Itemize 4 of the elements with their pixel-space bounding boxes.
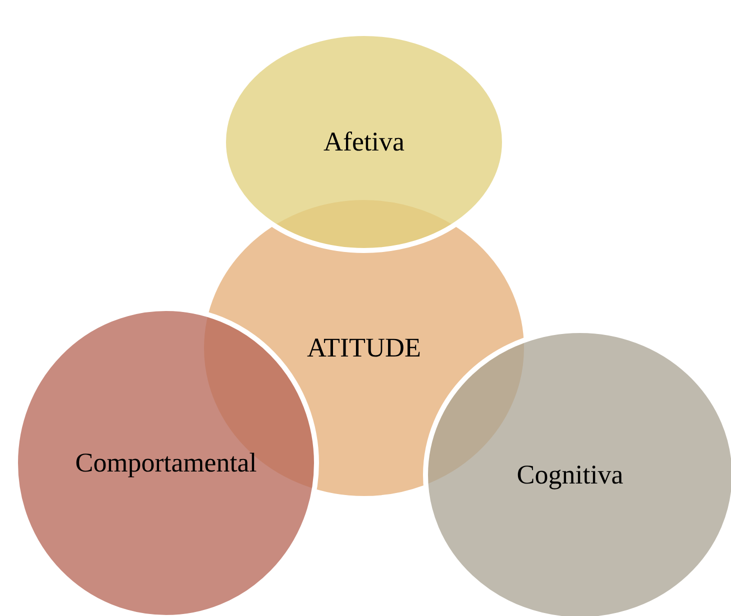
circle-label: Afetiva <box>324 126 404 158</box>
circle-label: Comportamental <box>75 448 257 478</box>
circle-label: Cognitiva <box>516 460 624 490</box>
circle-label: ATITUDE <box>307 332 421 364</box>
